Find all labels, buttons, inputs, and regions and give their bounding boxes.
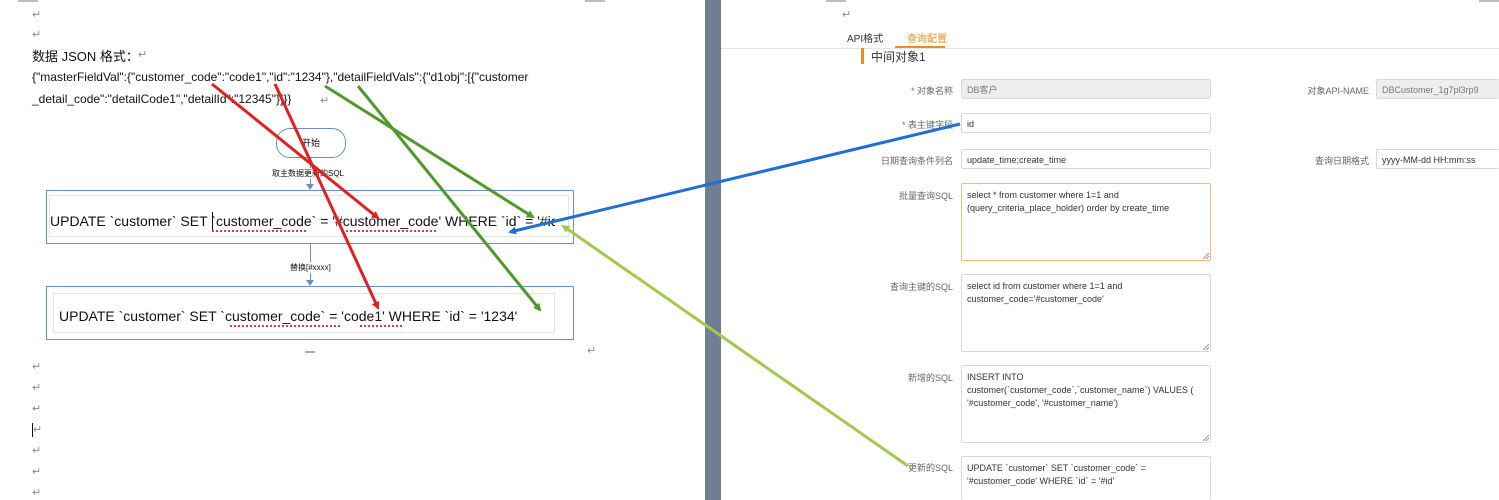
flow-step1-label: 取主数据更新的SQL	[272, 168, 345, 179]
json-sample-line-2: _detail_code":"detailCode1","detailId":"…	[32, 92, 292, 106]
master-key-label: * 表主键字段	[901, 120, 953, 130]
tab-query-config[interactable]: 查询配置	[907, 34, 947, 45]
paragraph-mark: ↵	[32, 466, 42, 478]
paragraph-mark: ↵	[32, 445, 42, 457]
json-sample-line-1: {"masterFieldVal":{"customer_code":"code…	[32, 70, 529, 84]
object-api-name-input[interactable]: DBCustomer_1g7pl3rp9	[1376, 79, 1499, 99]
text-cursor	[212, 212, 213, 230]
box-resize-handle	[305, 351, 315, 353]
batch-sql-label: 批量查询SQL	[898, 191, 953, 201]
batch-sql-value: select * from customer where 1=1 and (qu…	[967, 190, 1170, 213]
paragraph-mark: ↵	[842, 9, 852, 21]
update-sql-textarea[interactable]: UPDATE `customer` SET `customer_code` = …	[961, 456, 1211, 500]
insert-sql-textarea[interactable]: INSERT INTO customer(`customer_code`,`cu…	[961, 365, 1211, 443]
page-corner-mark	[1479, 0, 1499, 2]
resize-handle-icon[interactable]	[1203, 435, 1209, 441]
paragraph-mark: ↵	[32, 487, 42, 499]
paragraph-mark: ↵	[33, 424, 43, 436]
date-query-cols-label: 日期查询条件列名	[880, 156, 953, 166]
document-pane: ↵ ↵ 数据 JSON 格式： ↵ {"masterFieldVal":{"cu…	[0, 0, 705, 500]
tab-api-format[interactable]: API格式	[847, 34, 884, 45]
window-split-divider[interactable]	[705, 0, 721, 500]
page-corner-mark	[585, 0, 605, 2]
json-format-heading: 数据 JSON 格式：	[32, 49, 139, 64]
paragraph-mark: ↵	[138, 49, 148, 61]
page-corner-mark	[826, 0, 846, 2]
batch-sql-textarea[interactable]: select * from customer where 1=1 and (qu…	[961, 183, 1211, 261]
active-tab-indicator	[895, 46, 945, 48]
spellcheck-underline	[230, 325, 340, 327]
config-pane: ↵ API格式 查询配置 中间对象1 * 对象名称 DB客户 对象API-NAM…	[721, 0, 1499, 500]
config-tabs: API格式 查询配置	[721, 28, 1499, 49]
resize-handle-icon[interactable]	[1203, 253, 1209, 259]
pk-sql-label: 查询主键的SQL	[889, 282, 953, 292]
paragraph-mark: ↵	[32, 382, 42, 394]
date-format-input[interactable]: yyyy-MM-dd HH:mm:ss	[1376, 149, 1499, 169]
object-name-input[interactable]: DB客户	[961, 79, 1211, 99]
section-accent-bar	[861, 48, 864, 64]
date-format-label: 查询日期格式	[1314, 156, 1369, 166]
update-sql-value: UPDATE `customer` SET `customer_code` = …	[967, 463, 1146, 486]
sql-template-text: UPDATE `customer` SET `customer_code` = …	[50, 213, 555, 229]
date-query-cols-input[interactable]: update_time;create_time	[961, 149, 1211, 169]
spellcheck-underline	[342, 230, 438, 232]
page-corner-mark	[18, 0, 38, 2]
update-sql-label: 更新的SQL	[907, 463, 953, 473]
resize-handle-icon[interactable]	[1203, 344, 1209, 350]
insert-sql-label: 新增的SQL	[907, 373, 953, 383]
text-cursor	[32, 423, 33, 437]
insert-sql-value: INSERT INTO customer(`customer_code`,`cu…	[967, 372, 1194, 408]
sql-result-text: UPDATE `customer` SET `customer_code` = …	[59, 308, 518, 324]
spellcheck-underline	[212, 230, 307, 232]
paragraph-mark: ↵	[32, 361, 42, 373]
paragraph-mark: ↵	[320, 95, 330, 107]
pk-sql-value: select id from customer where 1=1 and cu…	[967, 281, 1123, 304]
spellcheck-underline	[360, 325, 402, 327]
pk-sql-textarea[interactable]: select id from customer where 1=1 and cu…	[961, 274, 1211, 352]
section-title: 中间对象1	[871, 50, 926, 64]
object-name-label: * 对象名称	[910, 86, 953, 96]
object-api-name-label: 对象API-NAME	[1307, 86, 1369, 96]
paragraph-mark: ↵	[32, 403, 42, 415]
flow-start-node: 开始	[276, 128, 346, 158]
paragraph-mark: ↵	[32, 29, 42, 41]
master-key-input[interactable]: id	[961, 113, 1211, 133]
paragraph-mark: ↵	[587, 345, 597, 357]
paragraph-mark: ↵	[32, 9, 42, 21]
flow-replace-label: 替换[#xxxx]	[290, 262, 331, 273]
